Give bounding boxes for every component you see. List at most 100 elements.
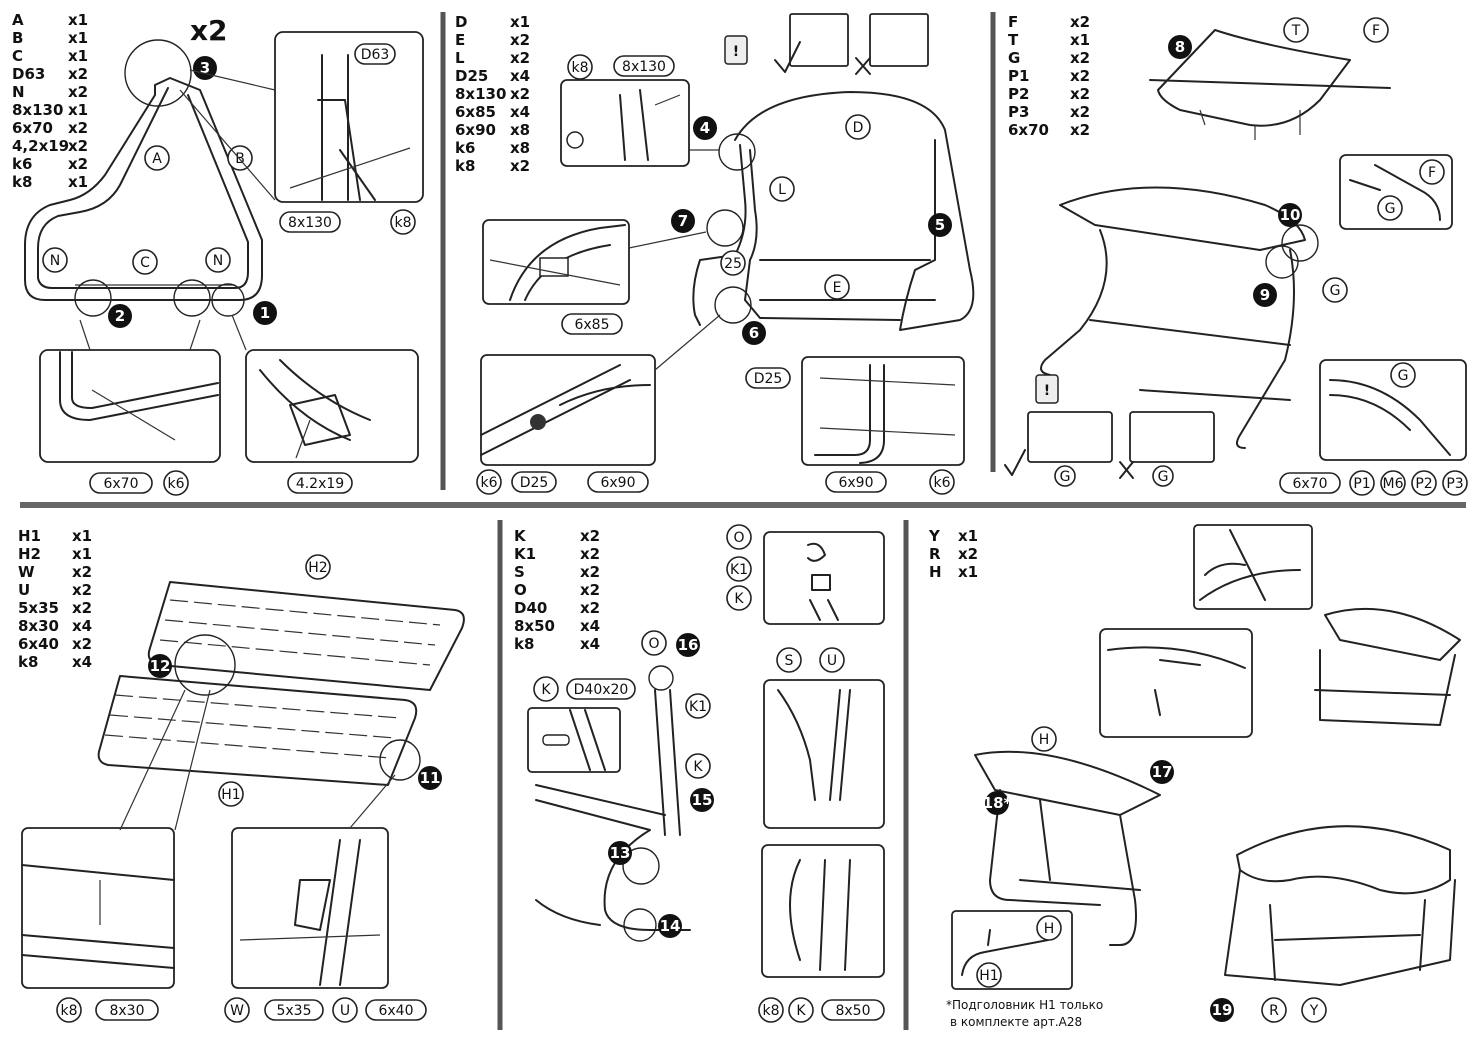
svg-text:x8: x8 [510, 139, 530, 157]
svg-text:x1: x1 [1070, 31, 1090, 49]
svg-text:17: 17 [1152, 763, 1173, 781]
svg-text:K: K [693, 759, 703, 775]
svg-text:8x130: 8x130 [288, 215, 332, 231]
svg-text:x2: x2 [72, 599, 92, 617]
svg-text:G: G [1008, 49, 1020, 67]
svg-text:5x35: 5x35 [276, 1003, 311, 1019]
svg-text:x4: x4 [510, 103, 530, 121]
step-8-badge: 8 [1168, 35, 1192, 59]
step-13-badge: 13 [608, 841, 632, 865]
detail-box-17 [1099, 628, 1253, 738]
label-h1: H1 [218, 781, 244, 807]
svg-text:19: 19 [1212, 1001, 1233, 1019]
svg-text:x2: x2 [1070, 85, 1090, 103]
svg-text:D25: D25 [520, 475, 549, 491]
svg-text:6x70: 6x70 [1292, 476, 1327, 492]
svg-text:x2: x2 [72, 563, 92, 581]
step-18-badge: 18* [983, 791, 1012, 815]
svg-text:x1: x1 [958, 527, 978, 545]
svg-text:k8: k8 [514, 635, 534, 653]
svg-text:8x50: 8x50 [514, 617, 555, 635]
svg-text:x2: x2 [580, 545, 600, 563]
svg-text:k8: k8 [571, 60, 588, 76]
svg-text:H1: H1 [18, 527, 41, 545]
label-h1-2: H1 [976, 962, 1002, 988]
label-r: R [1261, 997, 1287, 1023]
svg-text:3: 3 [200, 59, 210, 77]
svg-text:x4: x4 [580, 635, 600, 653]
svg-text:G: G [1330, 283, 1341, 299]
svg-text:x4: x4 [72, 653, 92, 671]
step-17-badge: 17 [1150, 760, 1174, 784]
svg-text:P3: P3 [1008, 103, 1029, 121]
svg-text:x1: x1 [72, 545, 92, 563]
svg-text:H2: H2 [308, 560, 327, 576]
canopy-roof [1059, 186, 1306, 251]
svg-text:P1: P1 [1008, 67, 1029, 85]
part-code: 4,2x19 [12, 137, 69, 155]
label-g-2: G [1390, 362, 1416, 388]
label-k8: k8 [390, 209, 416, 235]
svg-text:P3: P3 [1446, 476, 1463, 492]
svg-text:Y: Y [928, 527, 941, 545]
svg-text:6x40: 6x40 [18, 635, 59, 653]
svg-text:12: 12 [150, 657, 171, 675]
svg-text:7: 7 [678, 212, 688, 230]
svg-text:x4: x4 [72, 617, 92, 635]
svg-text:!: ! [1044, 383, 1050, 399]
seat-frame-h1 [97, 675, 418, 786]
detail-box-17-top [1193, 524, 1313, 610]
label-e: E [824, 274, 850, 300]
svg-text:18*: 18* [983, 794, 1012, 812]
detail-box-12 [21, 827, 175, 989]
svg-text:A: A [152, 151, 162, 167]
svg-text:11: 11 [420, 769, 441, 787]
svg-text:6x90: 6x90 [455, 121, 496, 139]
svg-text:k8: k8 [762, 1003, 779, 1019]
svg-text:x2: x2 [510, 31, 530, 49]
label-a: A [144, 145, 170, 171]
checkmark-icon [774, 41, 801, 73]
label-k6: k6 [163, 470, 189, 496]
svg-text:x2: x2 [510, 157, 530, 175]
step-12-badge: 12 [148, 654, 172, 678]
svg-text:8x130: 8x130 [622, 59, 666, 75]
svg-text:F: F [1008, 13, 1018, 31]
svg-text:W: W [230, 1003, 244, 1019]
svg-text:4.2x19: 4.2x19 [296, 476, 344, 492]
svg-text:K: K [541, 682, 551, 698]
svg-text:L: L [455, 49, 465, 67]
svg-text:k6: k6 [933, 475, 950, 491]
svg-text:8x50: 8x50 [835, 1003, 870, 1019]
svg-text:W: W [18, 563, 35, 581]
label-k8-2: k8 [567, 54, 593, 80]
svg-text:x2: x2 [1070, 103, 1090, 121]
svg-text:x2: x2 [1070, 49, 1090, 67]
svg-text:x2: x2 [580, 563, 600, 581]
svg-text:K1: K1 [514, 545, 536, 563]
bracket-detail [259, 359, 371, 446]
label-k-3: K [533, 676, 559, 702]
part-code: k6 [12, 155, 32, 173]
svg-text:x2: x2 [72, 635, 92, 653]
base-frame [744, 149, 901, 321]
step-9-badge: 9 [1253, 283, 1277, 307]
detail-circle-2b [173, 279, 211, 317]
label-4-2x19: 4.2x19 [287, 472, 353, 494]
label-d63: D63 [354, 43, 396, 65]
label-k6-3: k6 [929, 469, 955, 495]
label-s: S [776, 647, 802, 673]
label-g-0: G [1377, 195, 1403, 221]
svg-text:U: U [18, 581, 30, 599]
svg-text:6x70: 6x70 [1008, 121, 1049, 139]
svg-text:6x40: 6x40 [378, 1003, 413, 1019]
svg-text:x2: x2 [1070, 13, 1090, 31]
tube-detail [317, 54, 376, 201]
detail-box-16 [763, 531, 885, 625]
detail-box-2 [39, 349, 221, 463]
svg-text:k6: k6 [480, 475, 497, 491]
